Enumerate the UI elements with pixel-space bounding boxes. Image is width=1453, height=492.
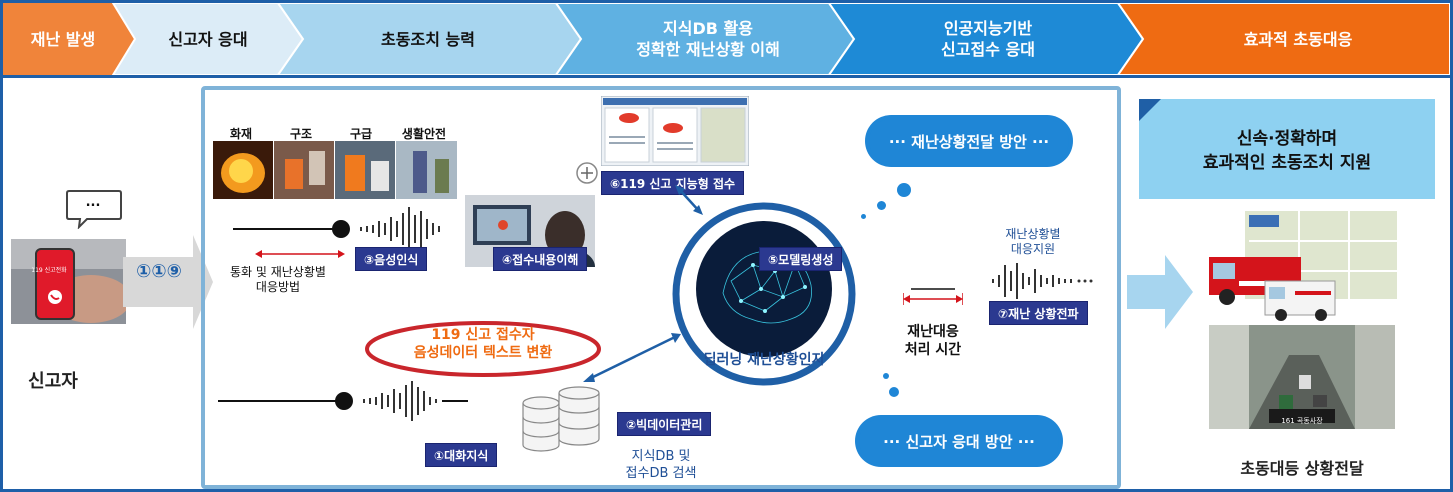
result-line-1: 신속·정확하며 <box>1236 129 1338 149</box>
speech-bubble-text: ... <box>85 195 101 210</box>
voice-caption-line-2: 대응방법 <box>255 280 301 294</box>
cloud-dot <box>883 373 889 379</box>
dialog-knowledge-tag: ①대화지식 <box>425 443 498 467</box>
database-icon <box>522 386 600 452</box>
voice-caption-line-1: 통화 및 재난상황별 <box>230 265 326 279</box>
modeling-tag: ⑤모델링생성 <box>759 247 843 271</box>
broadcast-waveform <box>992 263 1093 299</box>
stage-4-arrow <box>554 3 856 75</box>
cloud-caller-response: ··· 신고자 응대 방안 ··· <box>859 419 1059 463</box>
traffic-photo <box>1209 325 1395 429</box>
caller-label: 신고자 <box>28 371 78 392</box>
result-caption: 초동대등 상황전달 <box>1240 459 1364 478</box>
stage-6-arrow <box>1116 3 1450 75</box>
fire-truck-photo <box>1209 211 1397 321</box>
response-time-line-1: 재난대응 <box>907 324 959 340</box>
bus-sign-text: 161 곡동사장 <box>1281 417 1323 425</box>
response-time-line-2: 처리 시간 <box>904 342 962 358</box>
situation-broadcast-tag: ⑦재난 상황전파 <box>989 301 1088 325</box>
stage-5-arrow <box>827 3 1145 75</box>
category-fire-label: 화재 <box>229 127 253 141</box>
stage-5-line-1: 인공지능기반 <box>943 19 1033 38</box>
stage-4-label: 지식DB 활용 정확한 재난상황 이해 <box>583 3 833 75</box>
cloud-dot <box>897 183 911 197</box>
smart-intake-tag: ⑥119 신고 지능형 접수 <box>601 171 745 195</box>
result-box-corner <box>1139 99 1161 121</box>
db-caption-line-1: 지식DB 및 <box>631 449 691 464</box>
dialog-waveform <box>218 381 468 421</box>
situation-support-label: 재난상황별 대응지원 <box>993 227 1073 257</box>
result-arrow-icon <box>1127 255 1193 329</box>
stage-4-line-2: 정확한 재난상황 이해 <box>636 40 780 59</box>
voice-to-text-label: 119 신고 접수자 음성데이터 텍스트 변환 <box>373 326 593 362</box>
result-line-2: 효과적인 초동조치 지원 <box>1202 153 1372 173</box>
result-box <box>1139 99 1435 199</box>
stage-6-label: 효과적 초동대응 <box>1243 29 1353 49</box>
phone-screen-text: 119 신고전화 <box>31 267 67 274</box>
db-search-caption: 지식DB 및 접수DB 검색 <box>601 448 721 482</box>
stage-1-arrow <box>3 3 135 75</box>
red-range-arrow <box>255 250 345 258</box>
stage-1-label: 재난 발생 <box>30 29 96 49</box>
db-caption-line-2: 접수DB 검색 <box>625 466 697 481</box>
emergency-number: ①①⑨ <box>136 261 182 282</box>
banner-divider <box>3 75 1450 78</box>
response-time-marker <box>903 288 963 305</box>
bigdata-tag: ②빅데이터관리 <box>617 412 712 436</box>
center-panel <box>201 86 1121 489</box>
support-line-1: 재난상황별 <box>1005 227 1061 241</box>
response-time-label: 재난대응 처리 시간 <box>893 323 973 359</box>
content-understanding-tag: ④접수내용이해 <box>493 247 588 271</box>
category-safety-label: 생활안전 <box>401 127 447 141</box>
plus-circle-icon <box>576 162 598 184</box>
stage-2-label: 신고자 응대 <box>168 29 248 49</box>
stage-5-label: 인공지능기반 신고접수 응대 <box>858 3 1118 75</box>
phone-photo <box>11 239 126 324</box>
caller-arrow-icon <box>123 235 213 329</box>
voice-to-text-ellipse <box>365 321 601 377</box>
stage-2-arrow <box>111 3 305 75</box>
stage-3-arrow <box>276 3 583 75</box>
stage-4-line-1: 지식DB 활용 <box>663 19 753 38</box>
speech-bubble-icon <box>66 190 122 229</box>
voice-caption: 통화 및 재난상황별 대응방법 <box>218 265 338 295</box>
category-photos <box>213 141 457 199</box>
stage-3-label: 초동조치 능력 <box>381 29 475 49</box>
cloud-dot <box>877 201 886 210</box>
connector-arrows <box>583 185 703 382</box>
ellipse-line-1: 119 신고 접수자 <box>431 327 535 343</box>
speech-recognition-tag: ③음성인식 <box>355 247 428 271</box>
ellipse-line-2: 음성데이터 텍스트 변환 <box>413 345 553 361</box>
stage-5-line-2: 신고접수 응대 <box>941 40 1035 59</box>
cloud-situation-delivery: ··· 재난상황전달 방안 ··· <box>869 119 1069 163</box>
voice-waveform <box>233 207 440 251</box>
cloud-dot <box>889 387 899 397</box>
cloud-dot <box>861 214 866 219</box>
support-line-2: 대응지원 <box>1010 242 1056 256</box>
result-text: 신속·정확하며 효과적인 초동조치 지원 <box>1139 127 1435 175</box>
intake-screen-photo <box>601 96 749 166</box>
category-rescue-label: 구조 <box>289 127 313 141</box>
category-ems-label: 구급 <box>349 127 373 141</box>
deep-learning-label: 딥러닝 재난상황인지 <box>703 352 825 368</box>
process-banner <box>3 3 1450 75</box>
